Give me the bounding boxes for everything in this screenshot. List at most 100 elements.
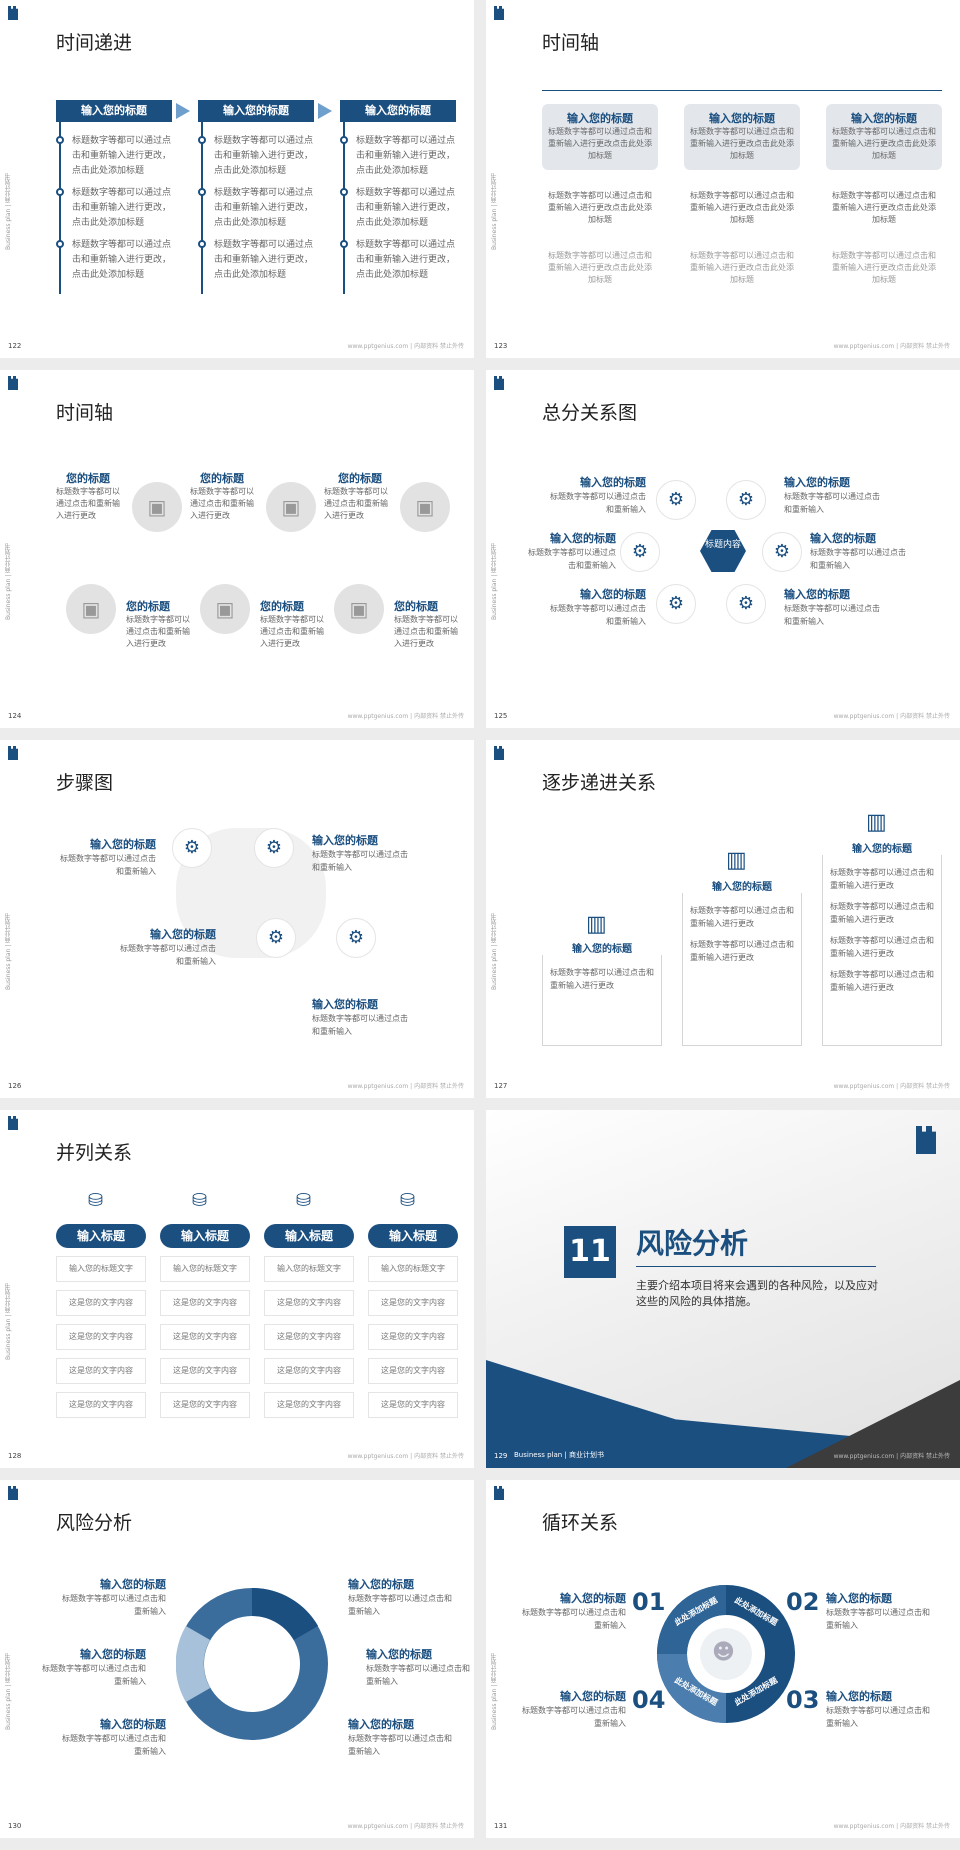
gear-icon: ⚙ (620, 532, 660, 572)
arrow-icon (318, 103, 332, 119)
slide-128[interactable]: Business plan | 商业计划书 并列关系 ⛁ ⛁ ⛁ ⛁ 输入标题 … (0, 1110, 474, 1468)
section-number: 11 (564, 1226, 616, 1278)
slide-126[interactable]: Business plan | 商业计划书 步骤图 ⚙ ⚙ ⚙ ⚙ 输入您的标题… (0, 740, 474, 1098)
image-placeholder-icon: ▣ (334, 584, 384, 634)
page-title: 总分关系图 (542, 402, 638, 424)
slide-129[interactable]: 11 风险分析 主要介绍本项目将来会遇到的各种风险，以及应对这些的风险的具体措施… (486, 1110, 960, 1468)
side-label: Business plan | 商业计划书 (491, 1652, 498, 1730)
side-label: Business plan | 商业计划书 (5, 1282, 12, 1360)
page-title: 风险分析 (56, 1512, 133, 1534)
side-label: Business plan | 商业计划书 (491, 912, 498, 990)
page-number: 124 (8, 712, 22, 720)
step-head: 输入您的标题 (198, 100, 314, 122)
slide-127[interactable]: Business plan | 商业计划书 逐步递进关系 ▥ ▥ ▥ 输入您的标… (486, 740, 960, 1098)
page-number: 130 (8, 1822, 22, 1830)
coins-icon: ⛁ (192, 1190, 208, 1211)
slide-122[interactable]: Business plan | 商业计划书 时间递进 输入您的标题 输入您的标题… (0, 0, 474, 358)
side-label: Business plan | 商业计划书 (5, 1652, 12, 1730)
side-label: Business plan | 商业计划书 (5, 542, 12, 620)
gear-icon: ⚙ (726, 584, 766, 624)
logo-icon (8, 1486, 18, 1500)
gear-icon: ⚙ (726, 480, 766, 520)
logo-icon (8, 376, 18, 390)
coins-icon: ⛁ (400, 1190, 416, 1211)
building-icon: ▥ (866, 810, 887, 835)
footer: www.pptgenius.com | 内部资料 禁止外传 (833, 1083, 950, 1090)
slide-131[interactable]: Business plan | 商业计划书 循环关系 ☻ 此处添加标题 此处添加… (486, 1480, 960, 1838)
side-label: Business plan | 商业计划书 (491, 172, 498, 250)
building-icon: ▥ (586, 912, 607, 937)
image-placeholder-icon: ▣ (200, 584, 250, 634)
logo-icon (494, 376, 504, 390)
arrow-icon (176, 103, 190, 119)
team-icon: ☻ (712, 1640, 735, 1665)
page-number: 131 (494, 1822, 508, 1830)
page-number: 122 (8, 342, 22, 350)
page-title: 循环关系 (542, 1512, 619, 1534)
footer: www.pptgenius.com | 内部资料 禁止外传 (347, 1083, 464, 1090)
step-text: 标题数字等都可以通过点击和重新输入进行更改，点击此处添加标题 (72, 136, 172, 176)
gear-icon: ⚙ (336, 918, 376, 958)
coins-icon: ⛁ (88, 1190, 104, 1211)
cycle-ring (657, 1585, 795, 1723)
step-text: 标题数字等都可以通过点击和重新输入进行更改，点击此处添加标题 (214, 188, 314, 228)
timeline-head: 输入您的标题 (709, 112, 775, 125)
footer: www.pptgenius.com | 内部资料 禁止外传 (347, 713, 464, 720)
coins-icon: ⛁ (296, 1190, 312, 1211)
logo-icon (494, 1486, 504, 1500)
gear-icon: ⚙ (656, 584, 696, 624)
step-text: 标题数字等都可以通过点击和重新输入进行更改，点击此处添加标题 (356, 188, 456, 228)
gear-icon: ⚙ (254, 828, 294, 868)
side-label: Business plan | 商业计划书 (491, 542, 498, 620)
footer: www.pptgenius.com | 内部资料 禁止外传 (833, 343, 950, 350)
gear-icon: ⚙ (656, 480, 696, 520)
logo-icon (8, 6, 18, 20)
page-title: 时间轴 (56, 402, 114, 424)
building-icon: ▥ (726, 848, 747, 873)
section-desc: 主要介绍本项目将来会遇到的各种风险，以及应对这些的风险的具体措施。 (636, 1279, 878, 1308)
risk-cycle (176, 1588, 328, 1740)
logo-icon (494, 6, 504, 20)
timeline-head: 输入您的标题 (567, 112, 633, 125)
footer: www.pptgenius.com | 内部资料 禁止外传 (347, 1453, 464, 1460)
image-placeholder-icon: ▣ (400, 482, 450, 532)
logo-icon (8, 746, 18, 760)
footer: www.pptgenius.com | 内部资料 禁止外传 (347, 343, 464, 350)
footer: www.pptgenius.com | 内部资料 禁止外传 (833, 1823, 950, 1830)
step-text: 标题数字等都可以通过点击和重新输入进行更改，点击此处添加标题 (214, 240, 314, 280)
logo-icon (494, 746, 504, 760)
slide-124[interactable]: Business plan | 商业计划书 时间轴 ▣ ▣ ▣ ▣ ▣ ▣ 您的… (0, 370, 474, 728)
step-text: 标题数字等都可以通过点击和重新输入进行更改，点击此处添加标题 (72, 188, 172, 228)
page-number: 129 (494, 1452, 508, 1460)
gear-icon: ⚙ (172, 828, 212, 868)
image-placeholder-icon: ▣ (132, 482, 182, 532)
slide-130[interactable]: Business plan | 商业计划书 风险分析 输入您的标题 标题数字等都… (0, 1480, 474, 1838)
footer: www.pptgenius.com | 内部资料 禁止外传 (347, 1823, 464, 1830)
page-title: 并列关系 (56, 1142, 133, 1164)
side-label: Business plan | 商业计划书 (5, 172, 12, 250)
slide-125[interactable]: Business plan | 商业计划书 总分关系图 标题内容 ⚙ ⚙ ⚙ ⚙… (486, 370, 960, 728)
gear-icon: ⚙ (762, 532, 802, 572)
timeline-head: 输入您的标题 (851, 112, 917, 125)
logo-icon (916, 1126, 936, 1154)
page-title: 步骤图 (56, 772, 114, 794)
step-head: 输入您的标题 (340, 100, 456, 122)
footer: www.pptgenius.com | 内部资料 禁止外传 (833, 1453, 950, 1460)
page-title: 时间递进 (56, 32, 133, 54)
image-placeholder-icon: ▣ (266, 482, 316, 532)
logo-icon (8, 1116, 18, 1130)
page-number: 126 (8, 1082, 22, 1090)
slide-123[interactable]: Business plan | 商业计划书 时间轴 输入您的标题 输入您的标题 … (486, 0, 960, 358)
step-text: 标题数字等都可以通过点击和重新输入进行更改，点击此处添加标题 (214, 136, 314, 176)
page-title: 时间轴 (542, 32, 600, 54)
side-label: Business plan | 商业计划书 (5, 912, 12, 990)
page-number: 125 (494, 712, 508, 720)
page-number: 128 (8, 1452, 22, 1460)
gear-icon: ⚙ (256, 918, 296, 958)
timeline-line (542, 90, 942, 91)
step-head: 输入您的标题 (56, 100, 172, 122)
footer-left: Business plan | 商业计划书 (514, 1451, 605, 1459)
center-hexagon: 标题内容 (700, 530, 746, 572)
image-placeholder-icon: ▣ (66, 584, 116, 634)
step-text: 标题数字等都可以通过点击和重新输入进行更改，点击此处添加标题 (356, 136, 456, 176)
